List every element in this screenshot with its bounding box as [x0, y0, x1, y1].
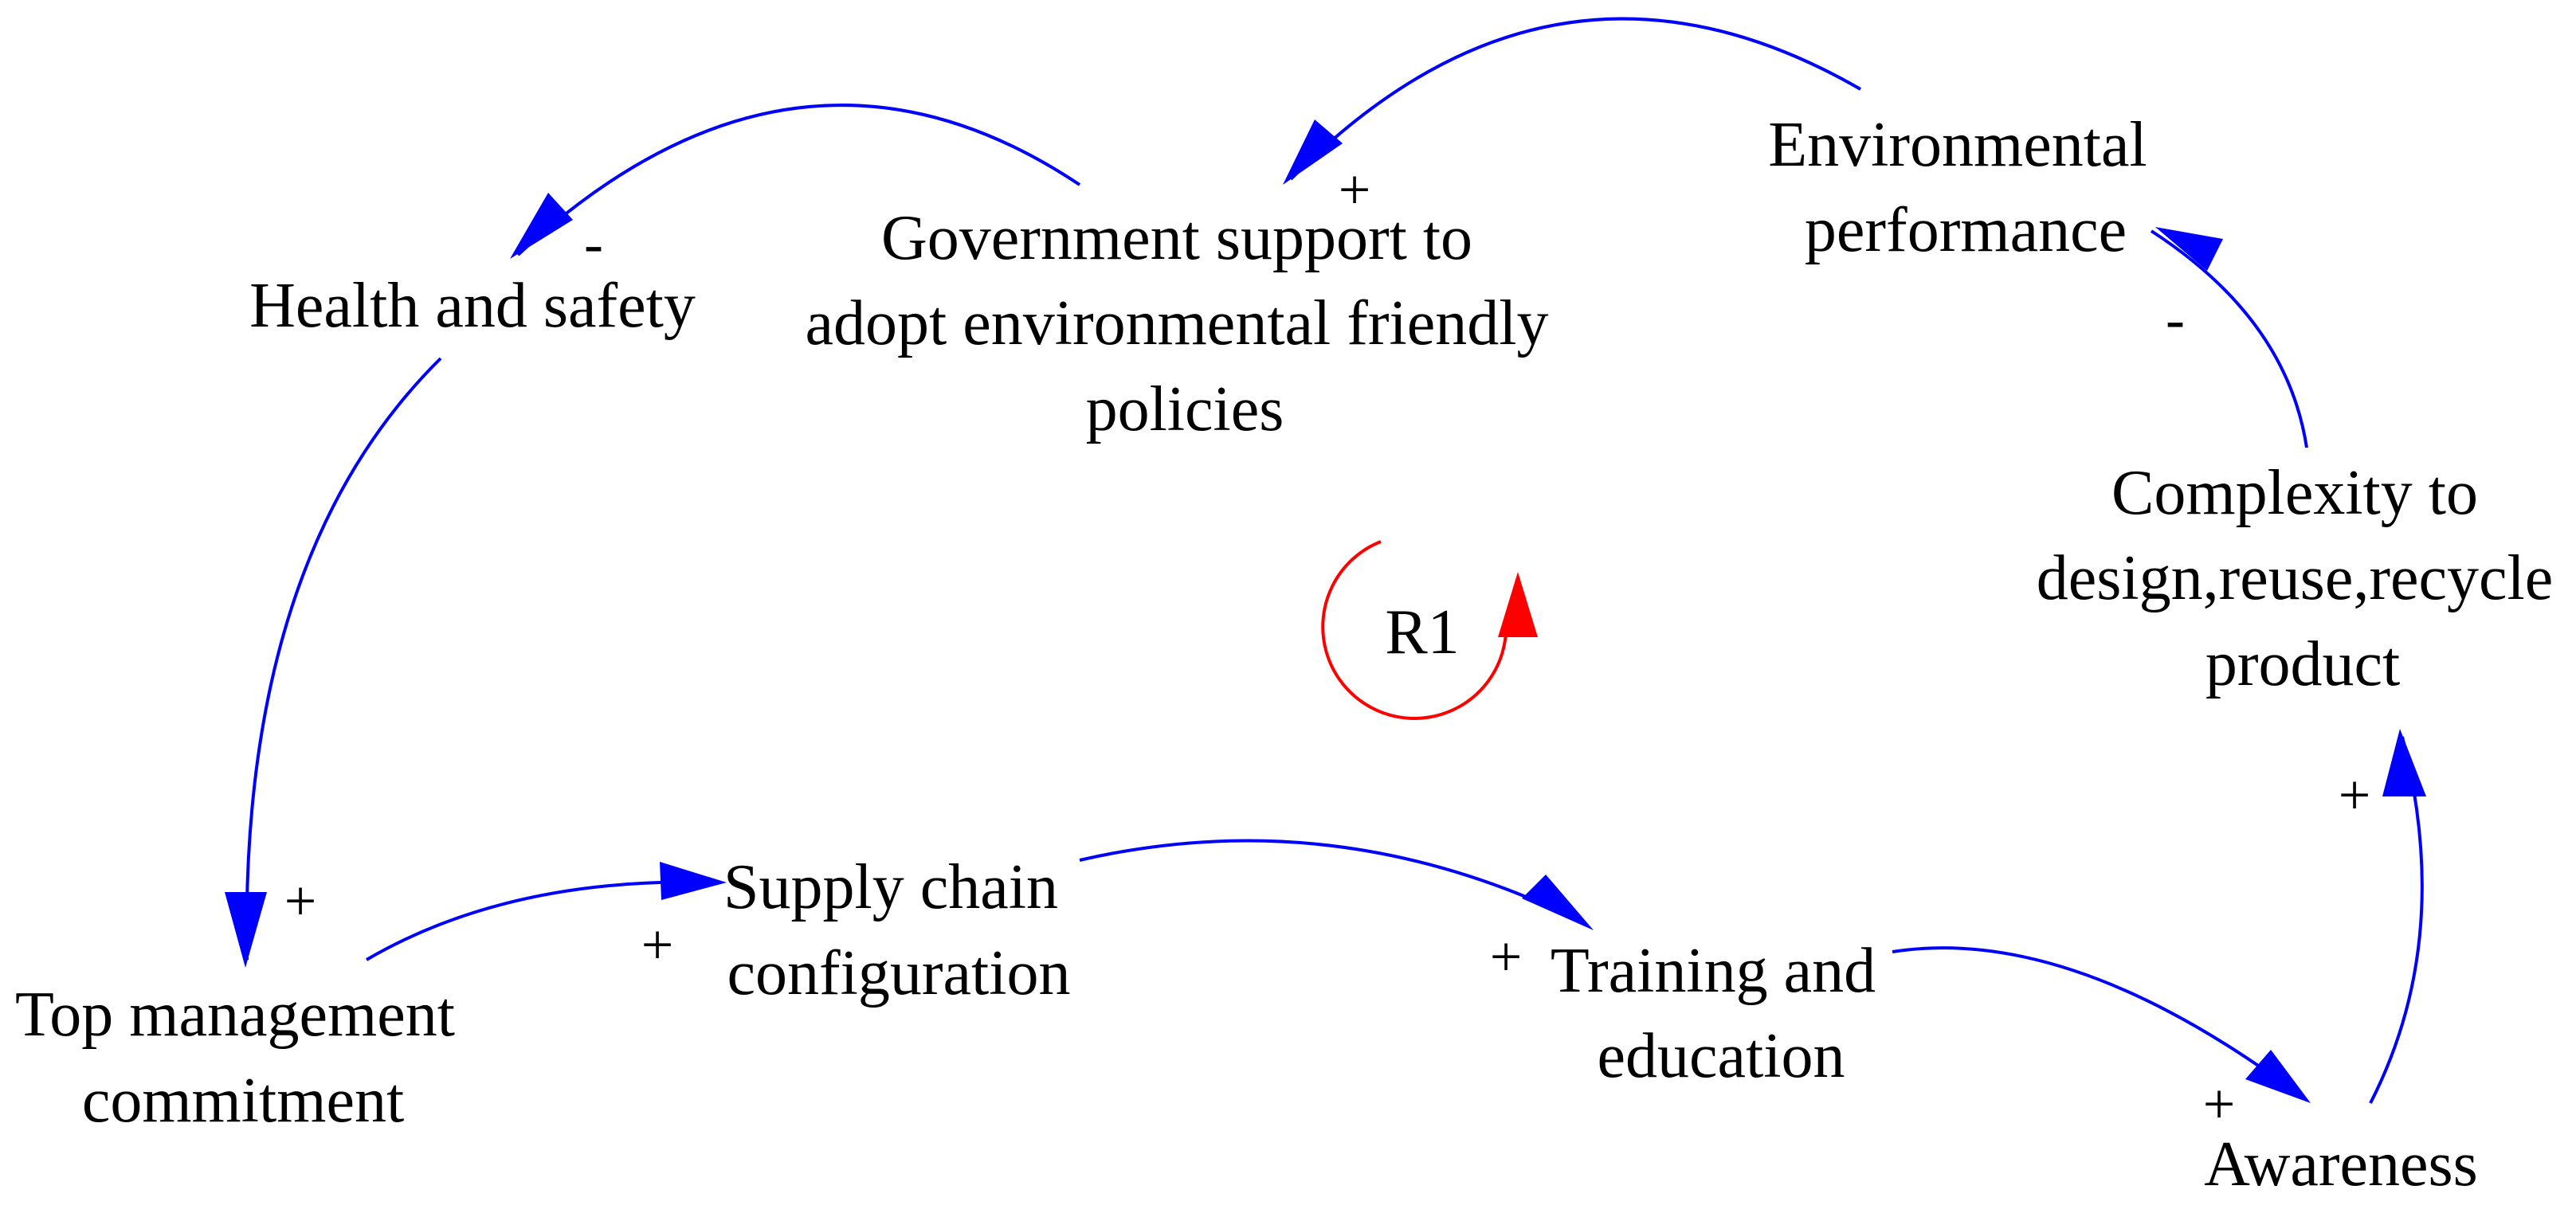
- polarity-health-to-topmanagement: +: [284, 869, 317, 933]
- node-supply-chain-line: configuration: [727, 938, 1071, 1008]
- polarity-complexity-to-environmental: -: [2166, 288, 2185, 351]
- polarity-environmental-to-government: +: [1339, 158, 1371, 221]
- node-training-line: Training and: [1551, 936, 1876, 1006]
- node-training: Training and education: [1551, 936, 1892, 1091]
- link-supplychain-to-training: [1079, 839, 1586, 926]
- node-training-line: education: [1598, 1021, 1845, 1091]
- polarity-training-to-awareness: +: [2203, 1072, 2236, 1136]
- node-complexity-line: product: [2205, 629, 2400, 699]
- node-awareness: Awareness: [2204, 1129, 2478, 1199]
- polarity-topmanagement-to-supplychain: +: [641, 913, 674, 976]
- arrowhead-environmental-to-government: [1283, 119, 1343, 185]
- node-complexity-line: design,reuse,recycle: [2037, 543, 2554, 613]
- node-government-support: Government support to adopt environmenta…: [805, 203, 1564, 444]
- node-top-management: Top management commitment: [15, 980, 471, 1136]
- arrowhead-awareness-to-complexity: [2382, 729, 2426, 796]
- node-supply-chain: Supply chain configuration: [723, 852, 1074, 1008]
- link-training-to-awareness: [1892, 946, 2304, 1099]
- arrowhead-government-to-health: [510, 193, 573, 259]
- link-government-to-health: [516, 104, 1081, 256]
- arrowhead-training-to-awareness: [2245, 1050, 2311, 1103]
- node-complexity-line: Complexity to: [2111, 458, 2478, 528]
- node-awareness-line: Awareness: [2204, 1129, 2478, 1199]
- arrowhead-topmanagement-to-supplychain: [660, 862, 727, 900]
- node-government-support-line: adopt environmental friendly: [805, 288, 1548, 358]
- node-top-management-line: commitment: [82, 1066, 404, 1136]
- loop-label: R1: [1385, 597, 1459, 667]
- arrowhead-health-to-topmanagement: [225, 892, 267, 968]
- loop-circle: [1321, 540, 1508, 720]
- node-complexity: Complexity to design,reuse,recycle produ…: [2037, 458, 2570, 699]
- polarity-awareness-to-complexity: +: [2339, 763, 2371, 827]
- node-environmental-performance: Environmental performance: [1768, 110, 2162, 265]
- polarity-supplychain-to-training: +: [1490, 925, 1523, 988]
- arrowhead-supplychain-to-training: [1522, 875, 1594, 930]
- node-health-and-safety-line: Health and safety: [249, 271, 696, 341]
- polarity-government-to-health: -: [584, 212, 603, 276]
- node-supply-chain-line: Supply chain: [723, 852, 1058, 922]
- node-environmental-performance-line: Environmental: [1768, 110, 2147, 180]
- node-government-support-line: Government support to: [881, 203, 1472, 273]
- node-top-management-line: Top management: [15, 980, 455, 1050]
- node-health-and-safety: Health and safety: [249, 271, 696, 341]
- link-complexity-to-environmental: [2150, 229, 2308, 448]
- node-government-support-line: policies: [1086, 374, 1284, 444]
- arrowhead-complexity-to-environmental: [2155, 227, 2223, 271]
- link-environmental-to-government: [1289, 17, 1861, 181]
- node-environmental-performance-line: performance: [1805, 195, 2127, 265]
- link-health-to-topmanagement: [245, 357, 442, 961]
- loop-arrowhead: [1498, 572, 1538, 637]
